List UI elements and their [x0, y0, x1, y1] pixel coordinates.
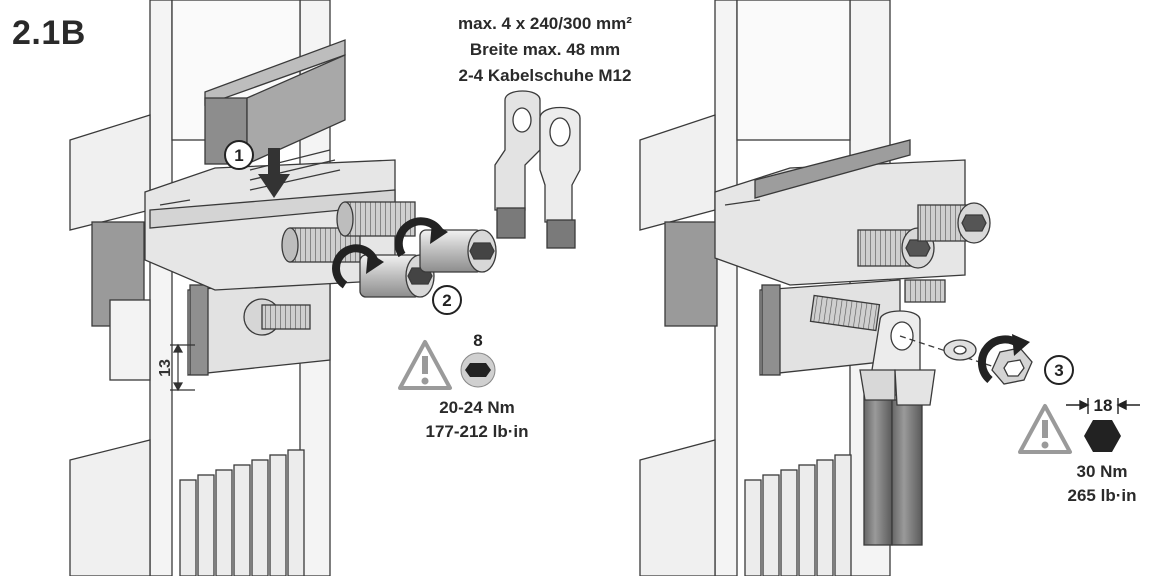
torque-left-nm: 20-24 Nm	[439, 398, 515, 417]
hex-sockets-left	[359, 229, 497, 298]
heatsink-fins-left	[179, 449, 305, 577]
cable-spec-line-1: max. 4 x 240/300 mm²	[458, 14, 632, 33]
rotate-arrowhead-3	[1012, 334, 1030, 356]
insert-arrow	[258, 148, 290, 198]
hex-wrench-icon-18	[1084, 420, 1121, 452]
step-marker-2: 2	[432, 285, 462, 315]
torque-left-lbin: 177-212 lb·in	[425, 422, 529, 441]
heatsink-fins-right	[744, 454, 852, 577]
right-assembly	[639, 0, 1033, 577]
svg-text:2: 2	[442, 291, 451, 310]
step-marker-1: 1	[224, 140, 254, 170]
dimension-13	[170, 343, 195, 392]
dimension-13-label: 13	[157, 359, 174, 377]
warning-icon-left	[398, 340, 452, 390]
warning-icon-right	[1018, 404, 1072, 454]
svg-text:3: 3	[1054, 361, 1063, 380]
rotate-arrowhead-1	[366, 252, 384, 274]
step-marker-3: 3	[1044, 355, 1074, 385]
front-screws-left	[281, 201, 416, 263]
hex-socket-icon-8	[460, 352, 496, 388]
cable-spec-line-2: Breite max. 48 mm	[469, 40, 621, 59]
dimension-18	[1066, 398, 1140, 414]
left-assembly	[69, 0, 497, 577]
cable-spec-line-3: 2-4 Kabelschuhe M12	[458, 66, 632, 85]
rotation-arrow-right	[977, 335, 1023, 384]
section-title: 2.1B	[12, 14, 86, 52]
rotate-arrowhead-2	[430, 222, 448, 244]
torque-right-lbin: 265 lb·in	[1067, 486, 1137, 505]
svg-text:1: 1	[234, 146, 243, 165]
cable-lugs	[494, 90, 581, 249]
hex-size-18: 18	[1094, 396, 1113, 415]
hex-size-8: 8	[473, 331, 482, 350]
torque-right-nm: 30 Nm	[1076, 462, 1128, 481]
